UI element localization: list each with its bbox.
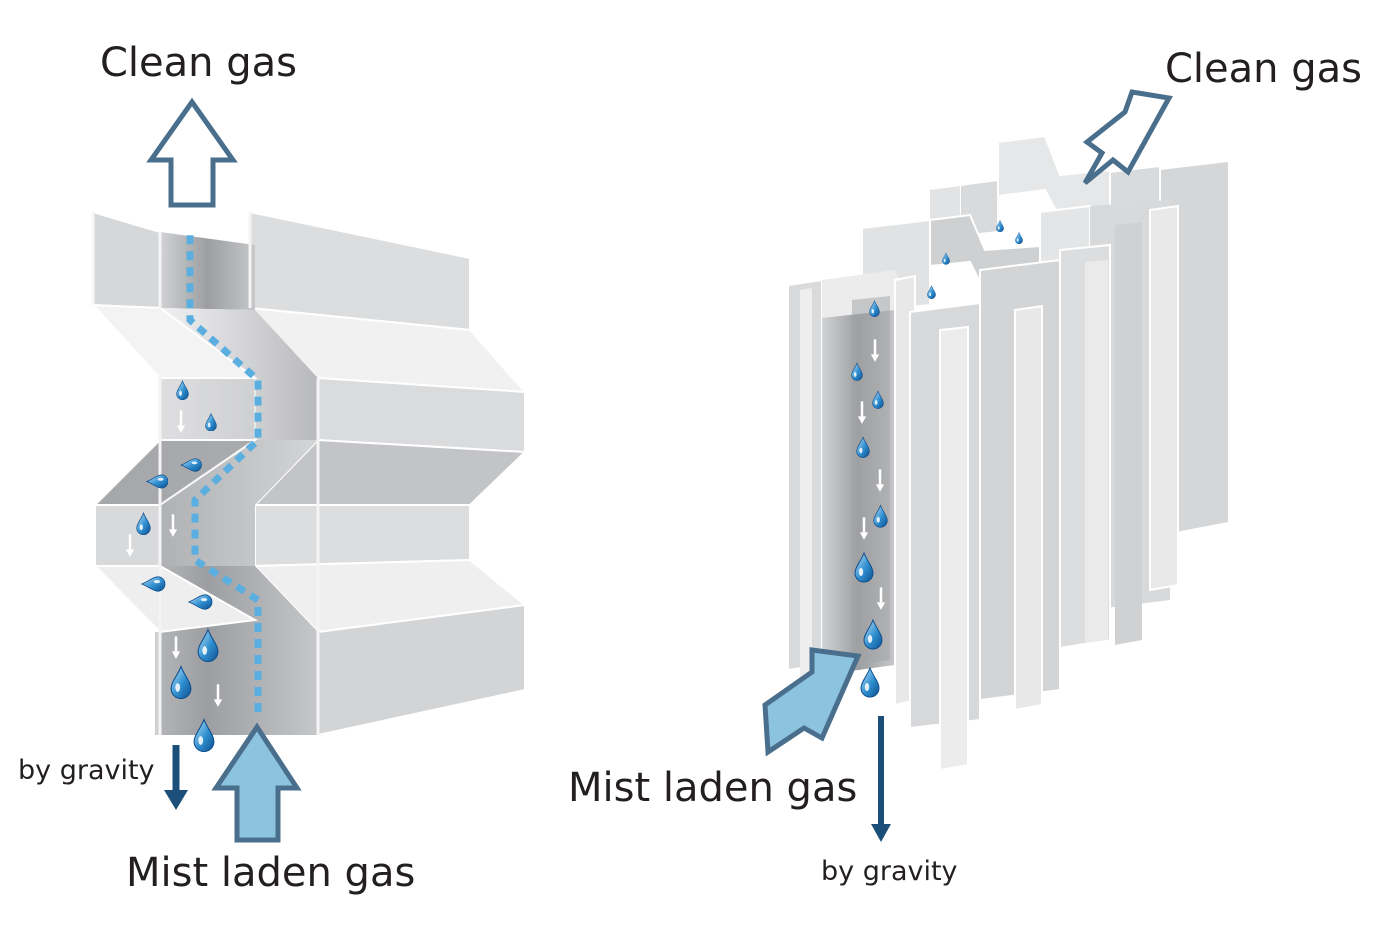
droplet-icon — [1015, 232, 1023, 244]
left-gas-path — [186, 232, 262, 712]
left-mist-gas-arrow-icon — [211, 722, 302, 843]
left-front-vane-top — [92, 210, 161, 310]
right-mist-gas-label: Mist laden gas — [568, 765, 857, 811]
left-clean-gas-arrow-icon — [146, 97, 238, 208]
left-channel-top — [160, 232, 255, 310]
right-gravity-arrow-icon — [871, 716, 891, 842]
right-mist-gas-arrow-icon — [762, 647, 862, 757]
right-clean-gas-arrow-icon — [1082, 89, 1173, 185]
right-clean-gas-label: Clean gas — [1165, 46, 1362, 92]
left-back-vane-mid-face — [254, 504, 471, 568]
left-vane-pack — [90, 210, 528, 753]
left-front-vane-lower-slope — [92, 565, 259, 634]
right-gravity-label: by gravity — [821, 856, 958, 887]
left-mist-gas-label: Mist laden gas — [126, 850, 415, 896]
droplet-icon — [860, 667, 880, 698]
left-front-vane-upper-face — [159, 377, 256, 441]
left-gravity-label: by gravity — [18, 755, 155, 786]
left-front-vane-mid-face — [94, 504, 161, 567]
left-clean-gas-label: Clean gas — [100, 40, 297, 86]
right-baffle-pack — [787, 134, 1228, 772]
left-gravity-arrow-icon — [164, 745, 188, 810]
